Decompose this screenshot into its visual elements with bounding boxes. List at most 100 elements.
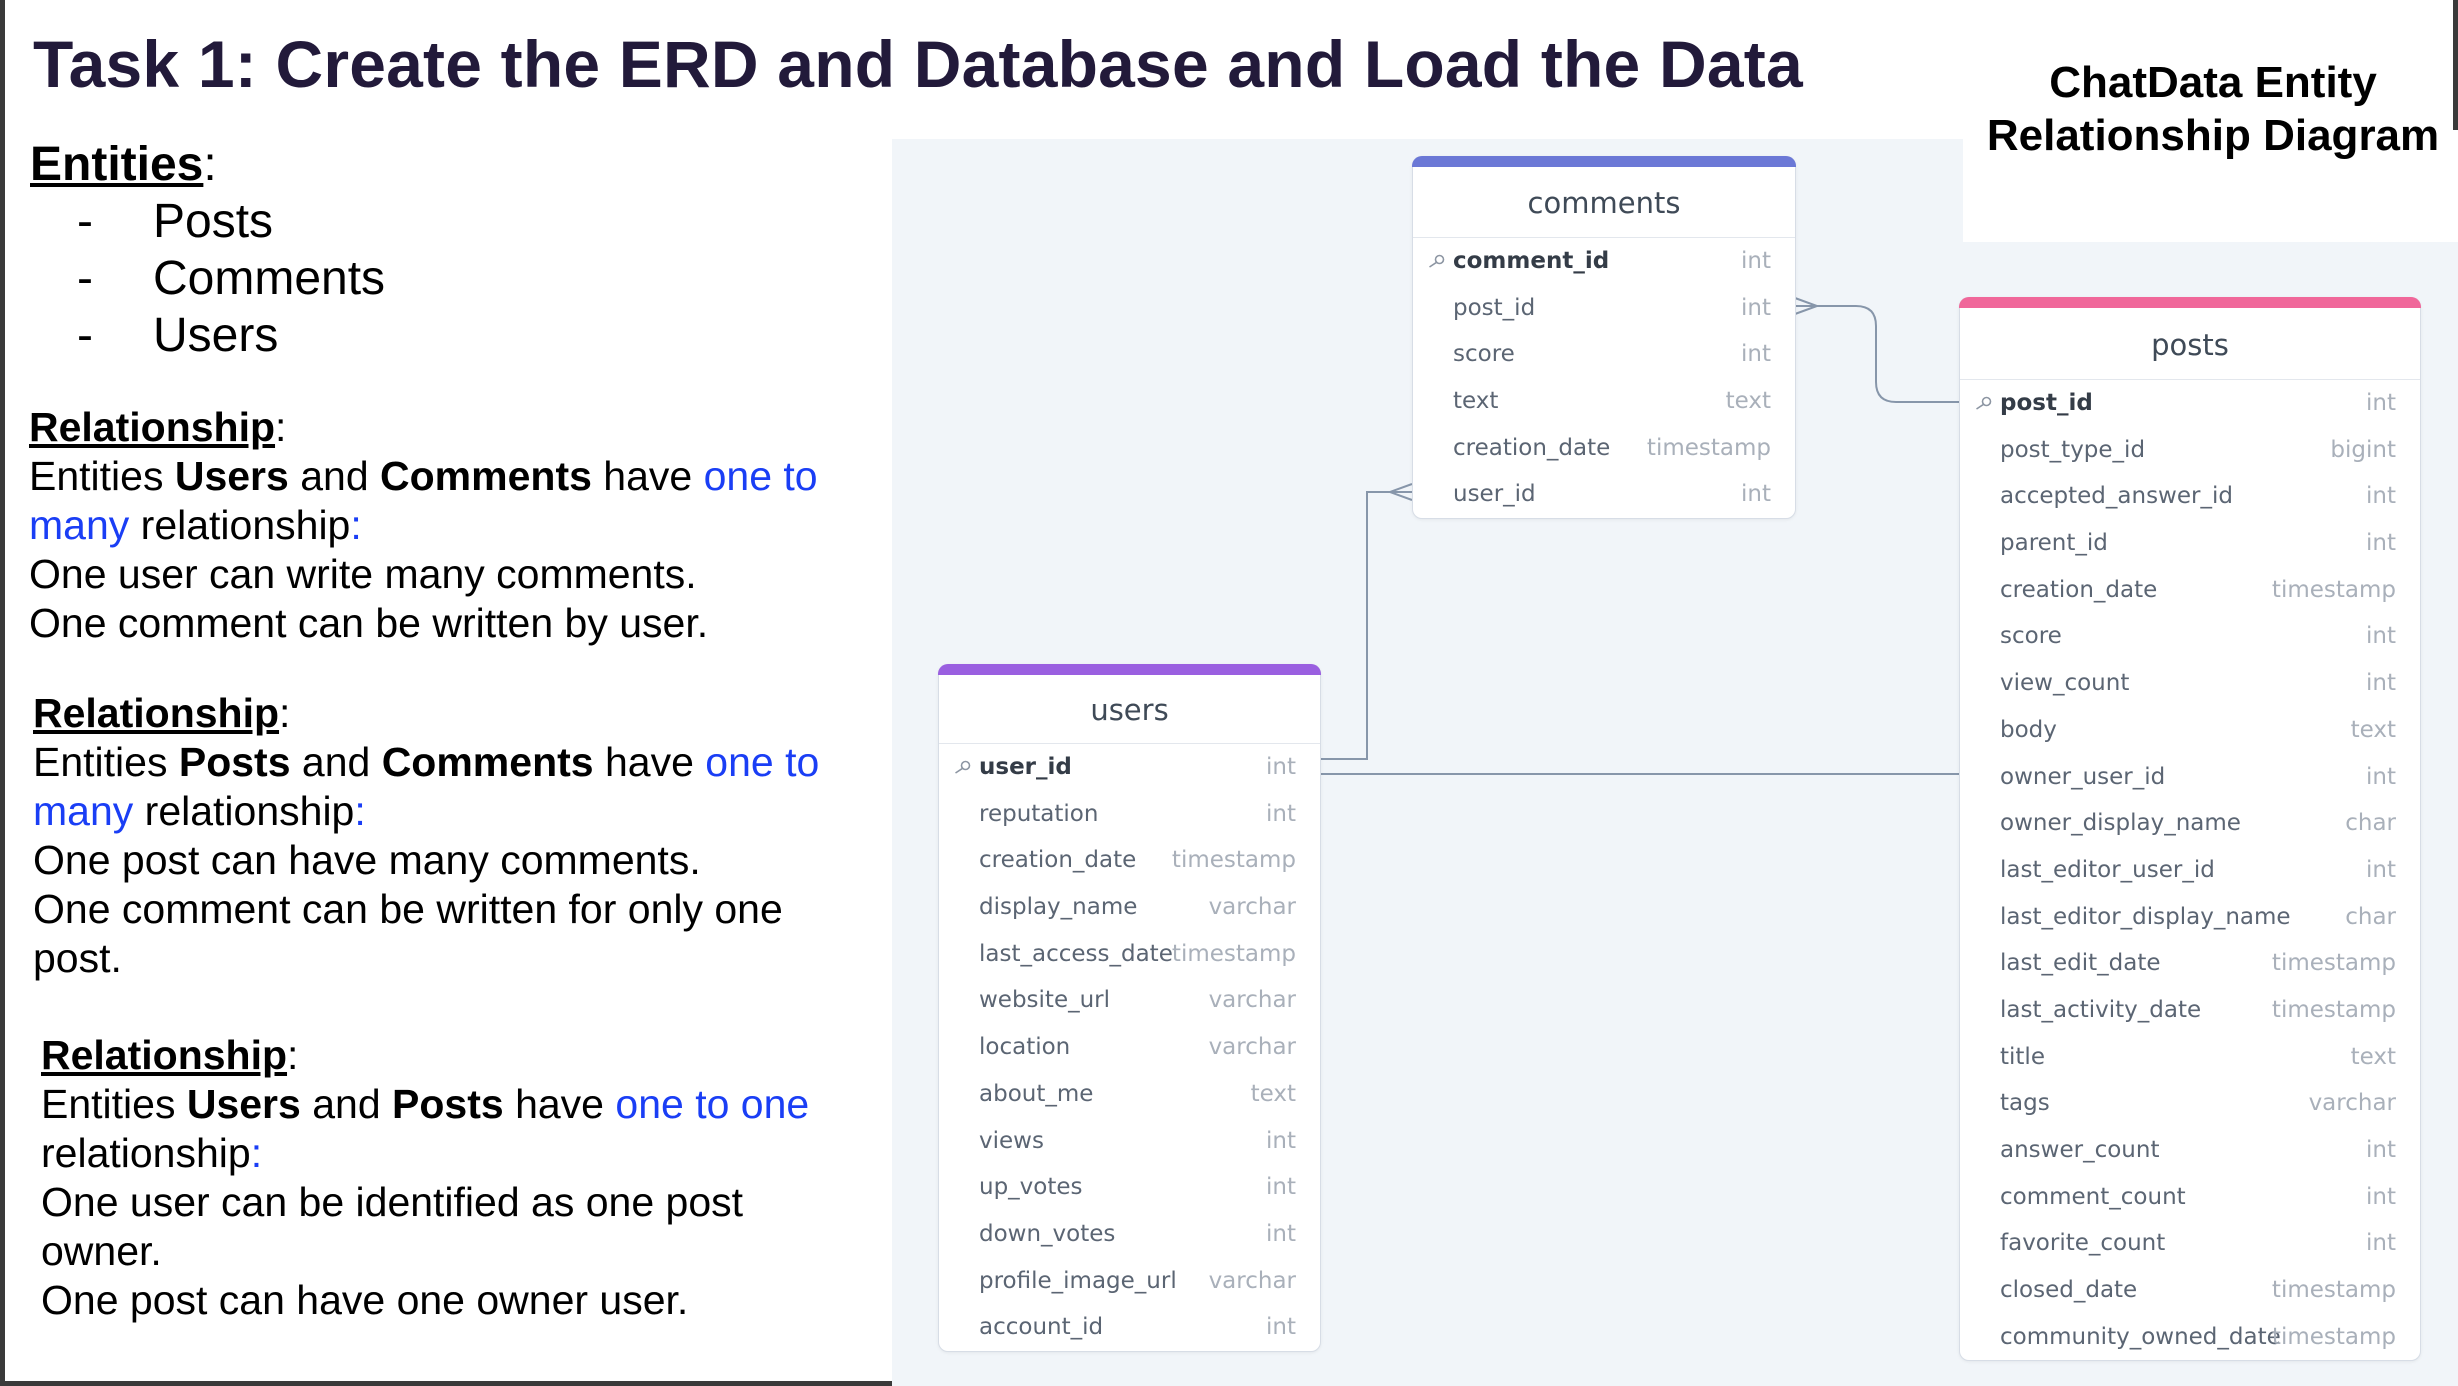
field-type: int (2366, 530, 2396, 557)
entity-name: Posts (392, 1081, 504, 1127)
field-name: body (2000, 716, 2057, 743)
field-type: int (2366, 856, 2396, 883)
field-type: varchar (2308, 1090, 2396, 1117)
cardinality-text: one to many (33, 739, 820, 834)
field-name: score (1453, 341, 1515, 368)
field-type: int (1741, 294, 1771, 321)
field-name: last_editor_display_name (2000, 903, 2291, 930)
table-name: comments (1413, 157, 1795, 238)
entity-name: Comments (381, 739, 594, 785)
primary-key-row[interactable]: comment_id int (1413, 238, 1795, 285)
field-type: int (2366, 390, 2396, 416)
field-type: int (1741, 481, 1771, 508)
diagram-title: ChatData Entity Relationship Diagram (1986, 58, 2440, 160)
relationship-block-1: Relationship: Entities Users and Comment… (29, 403, 829, 648)
field-row[interactable]: last_editor_user_id int (1960, 847, 2420, 894)
relationship-line: One comment can be written by user. (29, 600, 709, 646)
field-row[interactable]: creation_date timestamp (1960, 567, 2420, 614)
field-name: last_edit_date (2000, 950, 2161, 977)
field-type: int (2366, 763, 2396, 790)
field-type: int (1741, 248, 1771, 274)
crowfoot-users-comments (1387, 483, 1413, 501)
field-type: char (2345, 903, 2396, 930)
cardinality-text: one to many (29, 453, 818, 548)
crowfoot-comments-posts (1794, 297, 1820, 315)
entity-item: Posts (77, 193, 385, 250)
entity-name: Posts (178, 739, 291, 785)
field-name: last_activity_date (2000, 996, 2202, 1023)
entity-name: Users (186, 1081, 301, 1127)
field-type: char (2345, 810, 2396, 837)
field-type: int (2366, 1137, 2396, 1163)
field-type: int (1266, 1314, 1296, 1341)
connector-users-comments (1319, 491, 1412, 760)
field-name: display_name (979, 894, 1138, 921)
field-name: creation_date (2000, 576, 2158, 603)
field-type: timestamp (1171, 940, 1296, 967)
relationship-heading: Relationship (41, 1032, 288, 1078)
field-type: timestamp (2271, 1323, 2396, 1350)
entity-item: Users (77, 307, 385, 364)
field-name: post_type_id (2000, 436, 2146, 463)
table-name: users (939, 665, 1320, 744)
field-name: user_id (1453, 481, 1536, 508)
field-name: comment_count (2000, 1183, 2186, 1210)
field-row[interactable]: user_id int (1413, 471, 1795, 518)
field-type: timestamp (2271, 576, 2396, 603)
field-name: up_votes (979, 1174, 1083, 1201)
field-type: text (1250, 1080, 1296, 1107)
field-row[interactable]: last_editor_display_name char (1960, 894, 2420, 941)
field-type: timestamp (2271, 1277, 2396, 1304)
field-type: int (1266, 1220, 1296, 1247)
field-type: int (2366, 483, 2396, 510)
field-name: accepted_answer_id (2000, 483, 2233, 510)
field-name: comment_id (1453, 248, 1610, 274)
field-name: favorite_count (2000, 1230, 2166, 1257)
field-name: text (1453, 388, 1499, 415)
field-name: creation_date (1453, 434, 1611, 461)
slide-title: Task 1: Create the ERD and Database and … (33, 27, 1803, 101)
field-name: last_editor_user_id (2000, 856, 2215, 883)
field-type: int (2366, 623, 2396, 650)
field-row[interactable]: accepted_answer_id int (1960, 473, 2420, 520)
field-type: varchar (1208, 1034, 1296, 1061)
